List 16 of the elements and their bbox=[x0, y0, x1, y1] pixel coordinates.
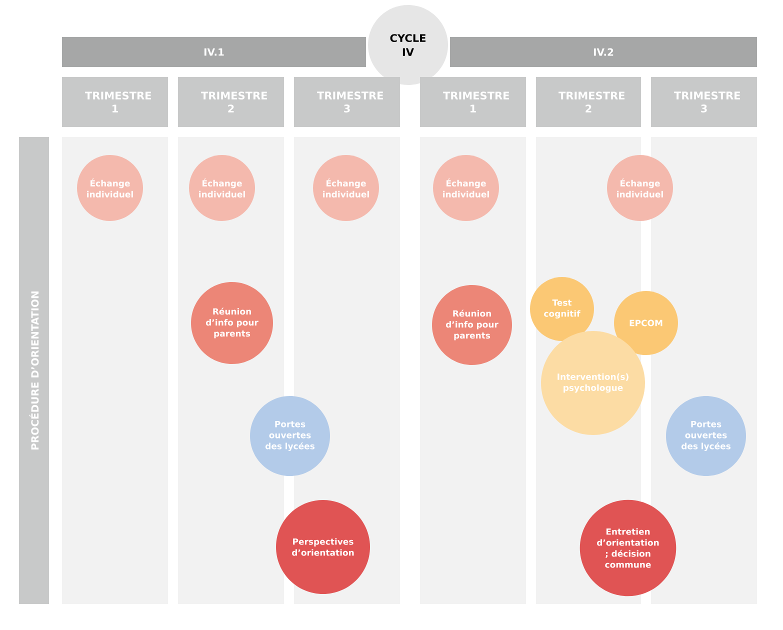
event-bubble: Test cognitif bbox=[530, 277, 594, 341]
event-bubble: Réunion d’info pour parents bbox=[191, 282, 273, 364]
event-bubble: Portes ouvertes des lycées bbox=[250, 396, 330, 476]
event-bubble: Échange individuel bbox=[433, 155, 499, 221]
header-bar: IV.2 bbox=[450, 37, 757, 67]
event-bubble: Entretien d’orientation ; décision commune bbox=[580, 500, 676, 596]
event-bubble: Échange individuel bbox=[313, 155, 379, 221]
event-bubble: Échange individuel bbox=[77, 155, 143, 221]
event-bubble: Réunion d’info pour parents bbox=[432, 285, 512, 365]
event-bubble: Échange individuel bbox=[189, 155, 255, 221]
event-bubble: Intervention(s) psychologue bbox=[541, 331, 645, 435]
event-bubble: Échange individuel bbox=[607, 155, 673, 221]
event-bubble: Portes ouvertes des lycées bbox=[666, 396, 746, 476]
event-bubble: EPCOM bbox=[614, 291, 678, 355]
header-bar: IV.1 bbox=[62, 37, 366, 67]
event-bubble: Perspectives d’orientation bbox=[276, 500, 370, 594]
